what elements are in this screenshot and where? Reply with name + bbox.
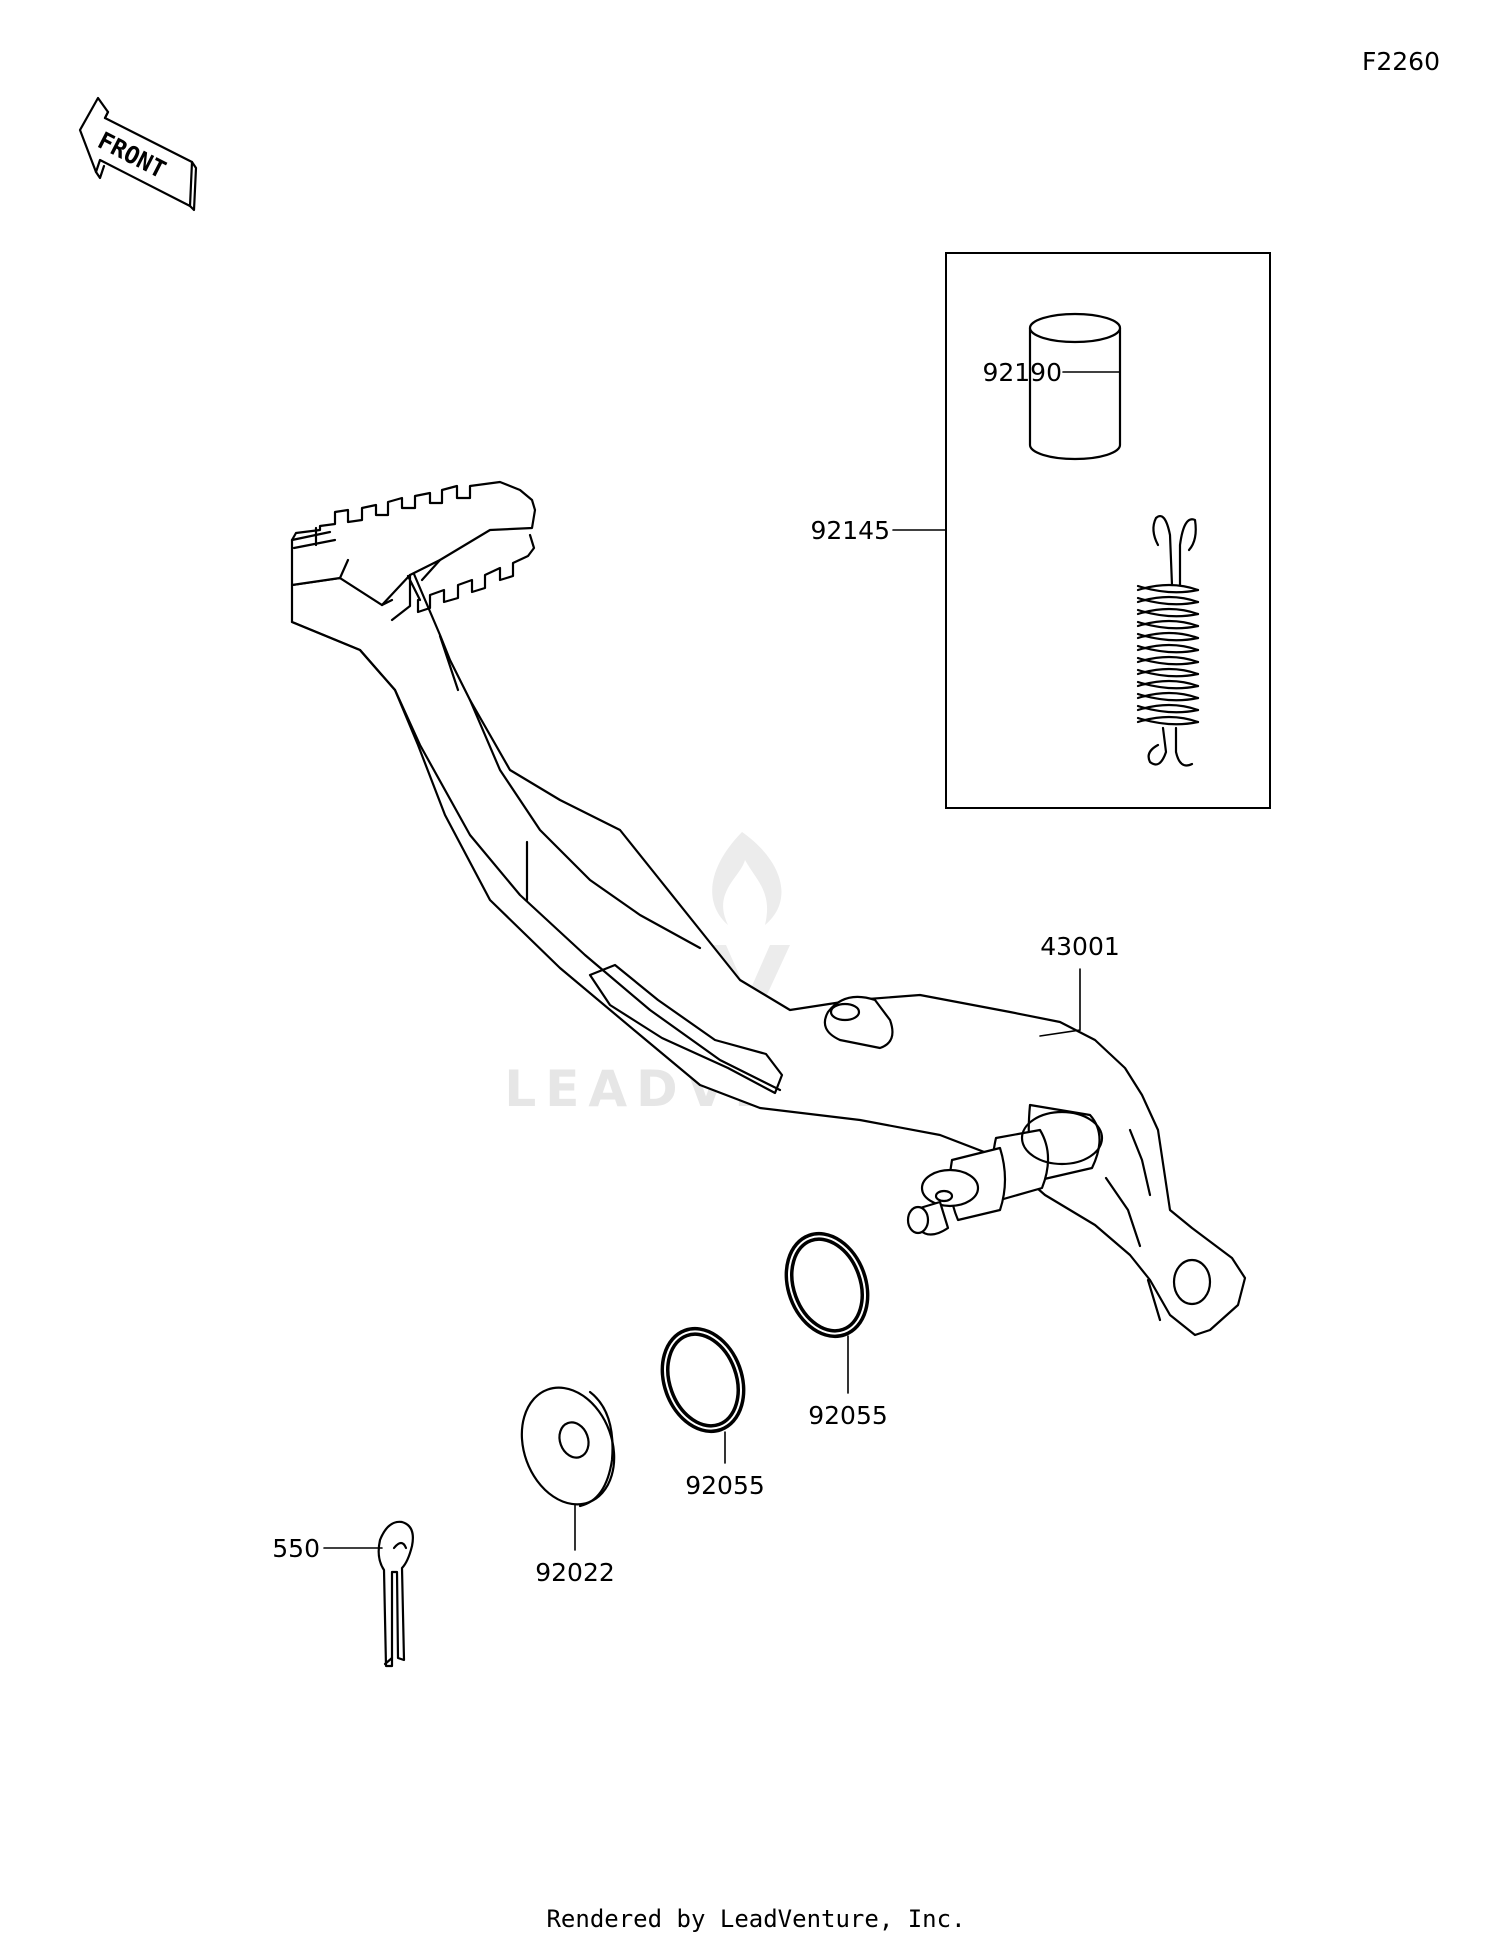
part-ref-92022: 92022 <box>535 1558 615 1587</box>
part-ref-92055-b: 92055 <box>685 1471 765 1500</box>
washer-92055-b[interactable] <box>652 1321 754 1440</box>
part-ref-92055-a: 92055 <box>808 1401 888 1430</box>
diagram-id: F2260 <box>1362 47 1440 76</box>
part-ref-92145: 92145 <box>810 516 890 545</box>
part-ref-550: 550 <box>272 1534 320 1563</box>
spring-92145[interactable] <box>1136 514 1200 767</box>
part-ref-92190: 92190 <box>982 358 1062 387</box>
collar-92190[interactable] <box>1028 312 1122 461</box>
cotter-pin-550[interactable] <box>377 1520 414 1668</box>
part-ref-43001: 43001 <box>1040 932 1120 961</box>
front-arrow-icon: FRONT <box>78 96 198 212</box>
washer-92055-a[interactable] <box>776 1226 878 1345</box>
brake-pedal-43001[interactable] <box>290 480 1247 1337</box>
footer-credit: Rendered by LeadVenture, Inc. <box>546 1905 965 1933</box>
washer-92022[interactable] <box>506 1375 630 1518</box>
leader-43001 <box>1039 968 1081 1037</box>
